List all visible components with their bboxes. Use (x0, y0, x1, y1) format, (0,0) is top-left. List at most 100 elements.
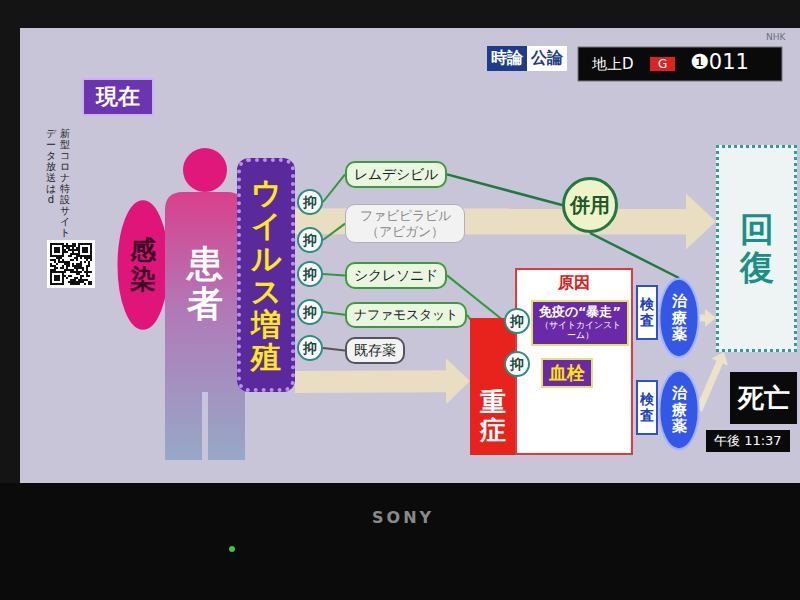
patient-head (183, 148, 227, 192)
qr-module (76, 269, 78, 271)
qr-module (78, 281, 80, 283)
arrow-head (446, 358, 470, 404)
channel-type: 地上D (592, 55, 634, 74)
qr-module (70, 275, 72, 277)
node-text: ナファモスタット (354, 307, 458, 323)
channel-panel (578, 47, 782, 81)
qr-module (58, 243, 60, 245)
qr-module (72, 243, 74, 245)
qr-module (84, 261, 86, 263)
qr-module (66, 251, 68, 253)
connector-line (323, 312, 345, 315)
qr-module (62, 253, 64, 255)
qr-module (80, 271, 82, 273)
qr-module (50, 273, 52, 275)
qr-module (50, 281, 52, 283)
qr-module (62, 261, 64, 263)
qr-module (86, 247, 88, 249)
qr-module (64, 249, 66, 251)
qr-module (74, 281, 76, 283)
qr-module (76, 283, 78, 285)
node-text: 既存薬 (354, 342, 396, 359)
qr-module (82, 249, 84, 251)
qr-module (88, 265, 90, 267)
qr-module (74, 243, 76, 245)
qr-module (90, 259, 92, 261)
qr-module (80, 263, 82, 265)
qr-module (68, 245, 70, 247)
qr-module (64, 251, 66, 253)
qr-module (78, 243, 80, 245)
qr-module (90, 243, 92, 245)
qr-module (54, 279, 56, 281)
qr-module (74, 265, 76, 267)
qr-module (70, 269, 72, 271)
qr-module (82, 279, 84, 281)
qr-module (86, 271, 88, 273)
test-box: 検査 (636, 285, 658, 340)
node-text: 検査 (640, 392, 654, 423)
qr-module (72, 249, 74, 251)
qr-module (54, 271, 56, 273)
qr-module (88, 283, 90, 285)
qr-module (68, 255, 70, 257)
qr-module (62, 273, 64, 275)
qr-module (56, 249, 58, 251)
node-text: 原因 (558, 273, 590, 294)
qr-module (70, 245, 72, 247)
qr-module (76, 257, 78, 259)
qr-module (86, 255, 88, 257)
qr-module (86, 279, 88, 281)
qr-module (54, 265, 56, 267)
connector-line (323, 274, 345, 275)
qr-module (66, 267, 68, 269)
qr-module (64, 269, 66, 271)
qr-module (60, 255, 62, 257)
qr-module (72, 253, 74, 255)
qr-module (52, 283, 54, 285)
qr-module (82, 255, 84, 257)
qr-module (68, 247, 70, 249)
qr-module (50, 275, 52, 277)
qr-module (62, 267, 64, 269)
qr-module (64, 271, 66, 273)
qr-module (82, 275, 84, 277)
qr-module (72, 245, 74, 247)
qr-module (50, 277, 52, 279)
qr-module (74, 257, 76, 259)
node-text: 抑 (303, 341, 317, 355)
qr-module (68, 261, 70, 263)
qr-module (70, 259, 72, 261)
qr-module (74, 267, 76, 269)
arrow-head (686, 194, 716, 250)
qr-module (88, 255, 90, 257)
qr-module (86, 243, 88, 245)
qr-module (50, 279, 52, 281)
qr-module (66, 265, 68, 267)
qr-module (66, 263, 68, 265)
qr-module (78, 247, 80, 249)
qr-module (76, 255, 78, 257)
qr-module (72, 247, 74, 249)
qr-module (54, 267, 56, 269)
drug-box: シクレソニド (345, 262, 447, 289)
qr-module (74, 283, 76, 285)
qr-module (58, 247, 60, 249)
qr-module (68, 263, 70, 265)
node-text: 検査 (640, 297, 654, 328)
qr-module (50, 283, 52, 285)
qr-module (86, 269, 88, 271)
qr-module (56, 247, 58, 249)
qr-module (80, 261, 82, 263)
qr-module (58, 259, 60, 261)
qr-module (68, 265, 70, 267)
qr-module (78, 271, 80, 273)
qr-module (66, 245, 68, 247)
program-logo: 時論 (487, 46, 527, 71)
qr-module (72, 251, 74, 253)
qr-module (88, 275, 90, 277)
screen-ground (20, 28, 800, 483)
qr-module (74, 277, 76, 279)
qr-module (64, 263, 66, 265)
qr-module (64, 245, 66, 247)
